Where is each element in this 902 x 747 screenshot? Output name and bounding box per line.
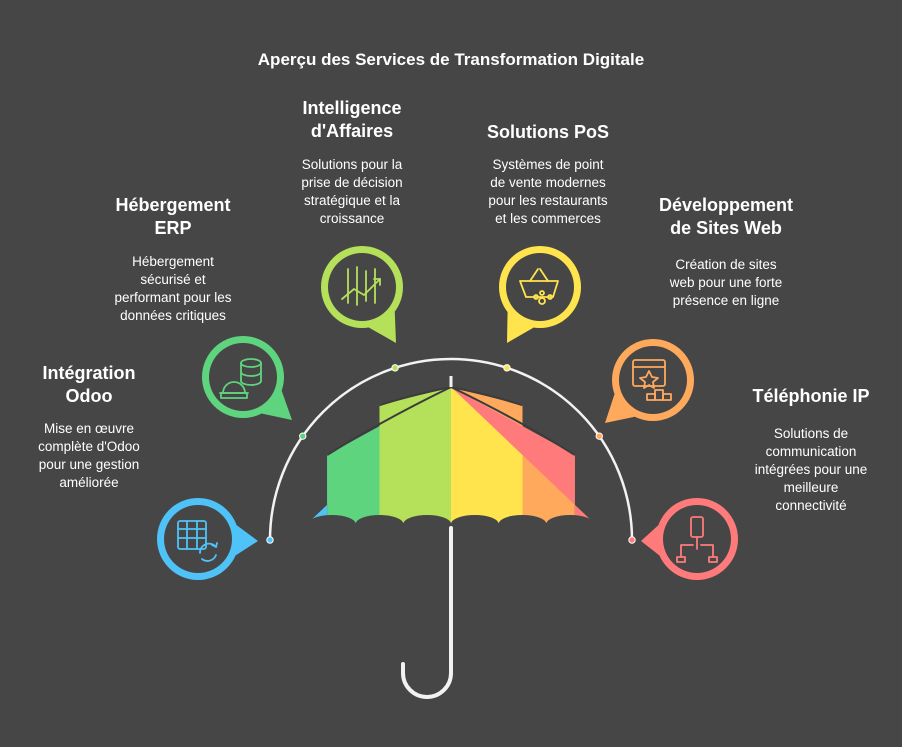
service-title: Intelligence d'Affaires xyxy=(262,97,442,143)
website-ranking-icon xyxy=(632,359,672,401)
bubble-pointer xyxy=(368,311,396,343)
service-description-line: présence en ligne xyxy=(672,293,780,308)
bubble-inner xyxy=(328,253,396,321)
service-description: Solutions pour la prise de décision straté… xyxy=(262,156,442,228)
service-description-line: Hébergement xyxy=(132,254,214,269)
shopping-basket-icon xyxy=(519,268,559,305)
bubble-pointer xyxy=(507,312,534,343)
service-bubble xyxy=(202,336,292,420)
umbrella-rib xyxy=(450,387,523,407)
service-description-line: Solutions de xyxy=(773,426,849,441)
service-description: Systèmes de point de vente modernes pour l… xyxy=(453,156,643,228)
service-description-line: pour une gestion xyxy=(38,457,140,472)
umbrella-rib xyxy=(326,387,452,456)
service-title: Développement de Sites Web xyxy=(631,194,821,240)
service-bubble xyxy=(641,498,738,580)
spreadsheet-sync-icon xyxy=(177,520,218,562)
bubble-pointer xyxy=(261,390,292,420)
service-description-line: connectivité xyxy=(775,498,847,513)
service-description-line: stratégique et la xyxy=(303,193,401,208)
scallop-cut xyxy=(403,515,451,529)
service-title-line: Solutions PoS xyxy=(486,122,609,142)
arc-dot xyxy=(503,364,511,372)
scallop-cut xyxy=(546,515,594,529)
service-title-line: Odoo xyxy=(65,386,113,406)
service-description-line: pour les restaurants xyxy=(488,193,608,208)
service-description-line: et les commerces xyxy=(495,211,601,226)
service-description-line: Systèmes de point xyxy=(492,157,604,172)
umbrella-handle xyxy=(401,526,453,699)
bubble-pointer xyxy=(641,525,660,556)
arc-dot xyxy=(595,432,603,440)
scallop-cut xyxy=(451,515,499,529)
service-title-line: de Sites Web xyxy=(670,218,782,238)
service-bubble xyxy=(605,339,694,423)
service-title: Solutions PoS xyxy=(453,121,643,144)
service-description-line: Mise en œuvre xyxy=(43,421,135,436)
service-description-line: données critiques xyxy=(120,308,226,323)
umbrella-scallops xyxy=(308,515,594,529)
bubble-pointer xyxy=(235,525,258,556)
service-description-line: améliorée xyxy=(59,475,119,490)
umbrella-canopy xyxy=(308,387,594,523)
service-description-line: Création de sites xyxy=(675,257,777,272)
service-title: Téléphonie IP xyxy=(726,385,896,408)
service-description: Hébergement sécurisé et performant pour le… xyxy=(83,253,263,325)
arc-dot xyxy=(391,364,399,372)
service-bubble xyxy=(499,246,581,343)
outer-arc xyxy=(268,357,634,541)
bubble-inner xyxy=(164,505,232,573)
service-description: Mise en œuvre complète d'Odoo pour une ges… xyxy=(4,420,174,492)
database-worker-icon xyxy=(219,358,262,399)
service-title-line: Téléphonie IP xyxy=(752,386,870,406)
service-description: Solutions de communication intégrées pour … xyxy=(726,425,896,515)
service-description-line: performant pour les xyxy=(114,290,232,305)
service-description-line: meilleure xyxy=(783,480,839,495)
service-title-line: Intégration xyxy=(42,363,136,383)
bubble-inner xyxy=(619,346,687,414)
scallop-cut xyxy=(498,515,547,529)
service-description-line: croissance xyxy=(319,211,385,226)
service-title-line: Développement xyxy=(658,195,794,215)
umbrella-panel xyxy=(379,387,451,523)
page-title: Aperçu des Services de Transformation Di… xyxy=(257,50,645,69)
umbrella-panel xyxy=(451,387,594,523)
arc-dot xyxy=(628,536,636,544)
bubble-inner xyxy=(506,253,574,321)
service-description-line: web pour une forte xyxy=(669,275,783,290)
umbrella-panel xyxy=(327,387,451,523)
service-title-line: Intelligence xyxy=(302,98,402,118)
bubble-pointer xyxy=(605,394,635,423)
service-description-line: prise de décision xyxy=(301,175,403,190)
umbrella-rib xyxy=(450,387,576,456)
arc-dot xyxy=(299,432,307,440)
service-description-line: communication xyxy=(765,444,857,459)
service-description-line: Solutions pour la xyxy=(301,157,403,172)
service-title-line: Hébergement xyxy=(115,195,231,215)
service-description: Création de sites web pour une forte prése… xyxy=(631,256,821,310)
scallop-cut xyxy=(308,515,356,529)
service-bubble xyxy=(321,246,403,343)
service-description-line: de vente modernes xyxy=(490,175,606,190)
service-title-line: ERP xyxy=(154,218,192,238)
bubble-inner xyxy=(209,343,277,411)
growth-chart-icon xyxy=(341,266,381,306)
service-description-line: complète d'Odoo xyxy=(38,439,140,454)
arc-dot xyxy=(266,536,274,544)
scallop-cut xyxy=(355,515,404,529)
service-description-line: intégrées pour une xyxy=(754,462,868,477)
umbrella-rib xyxy=(379,387,452,407)
service-description-line: sécurisé et xyxy=(140,272,206,287)
service-title-line: d'Affaires xyxy=(310,121,394,141)
phone-network-icon xyxy=(676,516,718,563)
umbrella-panel xyxy=(451,387,575,523)
service-bubble xyxy=(157,498,258,580)
